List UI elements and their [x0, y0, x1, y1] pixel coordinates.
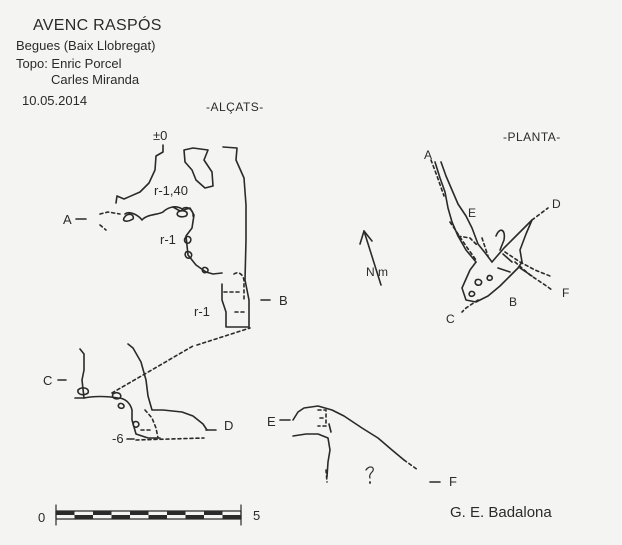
club-credit: G. E. Badalona [450, 504, 552, 521]
label-depth-6: -6 [112, 431, 124, 446]
plan-label-b: B [509, 295, 517, 309]
label-zero-datum: ±0 [153, 128, 167, 143]
location-text: Begues (Baix Llobregat) [16, 38, 156, 53]
north-arrow-label: N m [366, 265, 388, 279]
plan-label-f: F [562, 286, 569, 300]
elevation-label-a: A [63, 212, 72, 227]
elevation-label-d: D [224, 418, 233, 433]
cave-title: AVENC RASPÓS [33, 17, 162, 34]
plan-outline [434, 161, 533, 303]
label-pitch-1-40: r-1,40 [154, 183, 188, 198]
elevation-label-f: F [449, 474, 457, 489]
plan-label-e: E [468, 206, 476, 220]
plan-label-c: C [446, 312, 455, 326]
scale-start-label: 0 [38, 510, 45, 525]
elevation-leaders-ef [279, 419, 441, 484]
scale-bar-segments [56, 511, 241, 519]
elevation-upper-shaft [115, 144, 250, 328]
plan-detail-marks [497, 253, 533, 277]
elevation-upper-dashed [99, 211, 251, 346]
topo-credit-line1: Topo: Enric Porcel [16, 56, 122, 71]
topo-credit-line2: Carles Miranda [51, 72, 140, 87]
elevation-leaders-lower [57, 379, 217, 440]
label-pitch-1-upper: r-1 [160, 232, 176, 247]
elevations-heading: -ALÇATS- [206, 100, 264, 114]
elevation-label-e: E [267, 414, 276, 429]
elevation-lower-dashed [111, 345, 205, 441]
elevation-label-c: C [43, 373, 52, 388]
scale-end-label: 5 [253, 508, 260, 523]
plan-label-a: A [424, 148, 432, 162]
plan-dashed [430, 159, 553, 313]
label-pitch-1-lower: r-1 [194, 304, 210, 319]
elevation-lower-chamber [74, 343, 208, 439]
survey-date: 10.05.2014 [22, 93, 88, 108]
elevation-leaders-upper [75, 218, 271, 301]
elevation-ef-gallery [292, 405, 405, 478]
plan-label-d: D [552, 197, 561, 211]
north-arrow-icon [359, 230, 382, 286]
elevation-label-b: B [279, 293, 288, 308]
elevation-ef-dashed [317, 409, 419, 483]
plan-heading: -PLANTA- [503, 130, 561, 144]
